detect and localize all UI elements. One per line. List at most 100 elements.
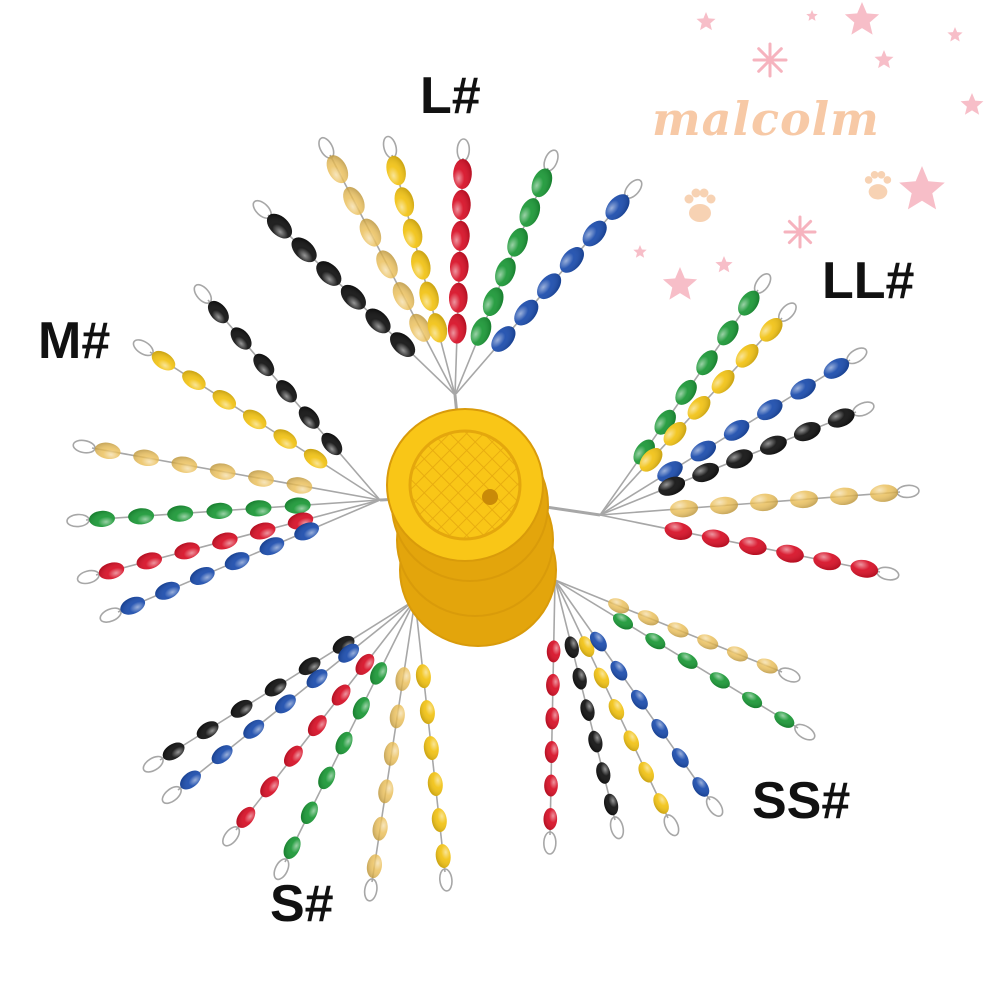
bead-highlight xyxy=(331,684,351,706)
bead-highlight xyxy=(151,350,176,371)
wire-loop xyxy=(896,484,920,499)
bead-highlight xyxy=(697,634,719,650)
star-icon xyxy=(662,267,698,300)
bead-highlight xyxy=(253,353,275,377)
bead-highlight xyxy=(306,669,328,689)
bead-highlight xyxy=(259,537,285,556)
bead-highlight xyxy=(793,422,821,442)
bead-highlight xyxy=(98,562,125,580)
star-icon xyxy=(844,2,880,35)
bead-highlight xyxy=(212,532,238,550)
bead-highlight xyxy=(578,636,595,657)
bead-highlight xyxy=(212,390,237,410)
wire-loop xyxy=(456,138,471,162)
bead-highlight xyxy=(427,313,448,343)
bead-highlight xyxy=(321,432,343,456)
bead-highlight xyxy=(392,282,415,311)
bead-highlight xyxy=(206,502,233,519)
bead-highlight xyxy=(243,719,265,739)
bead-highlight xyxy=(230,327,252,350)
bead-highlight xyxy=(588,730,603,753)
bead-highlight xyxy=(411,250,431,280)
bead-highlight xyxy=(307,715,327,737)
bead-highlight xyxy=(827,408,855,428)
bead-highlight xyxy=(283,745,303,767)
spool xyxy=(386,408,557,647)
bead-highlight xyxy=(316,261,342,286)
bead-highlight xyxy=(760,435,787,455)
bead-highlight xyxy=(260,776,280,798)
bead-highlight xyxy=(286,477,313,494)
bead-highlight xyxy=(415,664,431,689)
bead-highlight xyxy=(870,484,898,502)
bead-highlight xyxy=(128,508,155,525)
star-icon xyxy=(899,166,945,210)
bead-group-s xyxy=(162,635,451,879)
bead-highlight xyxy=(378,779,394,804)
bead-highlight xyxy=(675,379,697,405)
bead-highlight xyxy=(174,542,200,560)
bead-highlight xyxy=(757,399,783,421)
bead-highlight xyxy=(470,317,492,346)
bead-highlight xyxy=(452,189,471,220)
bead-highlight xyxy=(431,808,447,833)
bead-highlight xyxy=(419,281,439,311)
bead-highlight xyxy=(423,736,439,761)
bead-highlight xyxy=(449,251,469,282)
bead-highlight xyxy=(690,440,717,462)
bead-highlight xyxy=(692,777,710,797)
bead-highlight xyxy=(580,699,595,721)
bead-highlight xyxy=(543,808,558,830)
bead-highlight xyxy=(303,448,328,469)
bead-highlight xyxy=(612,613,634,630)
bead-highlight xyxy=(419,700,435,725)
sparkle-icon xyxy=(752,42,788,78)
bead-highlight xyxy=(365,308,391,334)
bead-highlight xyxy=(207,300,229,324)
bead-highlight xyxy=(343,186,365,215)
bead-highlight xyxy=(610,660,628,681)
size-label-l: L# xyxy=(420,67,481,125)
bead-layer xyxy=(89,155,898,879)
bead-highlight xyxy=(298,657,321,676)
bead-highlight xyxy=(711,369,735,394)
bead-highlight xyxy=(196,721,219,740)
bead-highlight xyxy=(537,273,562,300)
bead-highlight xyxy=(427,772,443,797)
bead-highlight xyxy=(355,653,375,675)
wire-loop xyxy=(363,878,378,902)
bead-highlight xyxy=(726,646,748,662)
star-icon xyxy=(874,50,894,69)
wire-loop xyxy=(161,785,182,805)
bead-highlight xyxy=(209,463,236,480)
bead-highlight xyxy=(596,762,611,784)
wire-loop xyxy=(794,723,816,741)
bead-group-ll xyxy=(633,290,898,578)
wire-loop xyxy=(778,667,801,683)
bead-highlight xyxy=(507,227,528,257)
bead-highlight xyxy=(605,194,630,220)
bead-highlight xyxy=(738,290,760,316)
bead-highlight xyxy=(372,816,388,841)
bead-highlight xyxy=(692,462,719,483)
bead-highlight xyxy=(383,741,400,766)
bead-highlight xyxy=(376,250,398,279)
bead-group-m xyxy=(89,300,343,615)
bead-highlight xyxy=(300,801,318,825)
bead-highlight xyxy=(663,421,687,446)
bead-highlight xyxy=(630,689,648,710)
bead-highlight xyxy=(514,299,539,326)
sparkle-icon xyxy=(783,215,817,249)
bead-highlight xyxy=(723,419,750,441)
size-label-s: S# xyxy=(270,875,334,933)
bead-highlight xyxy=(340,284,366,310)
bead-highlight xyxy=(813,552,841,571)
wire-loop xyxy=(609,816,625,840)
bead-highlight xyxy=(390,332,416,357)
bead-highlight xyxy=(696,350,718,376)
bead-highlight xyxy=(370,662,388,685)
bead-highlight xyxy=(283,836,301,859)
bead-highlight xyxy=(726,449,753,469)
star-icon xyxy=(960,93,984,115)
spool-hole xyxy=(482,489,498,505)
